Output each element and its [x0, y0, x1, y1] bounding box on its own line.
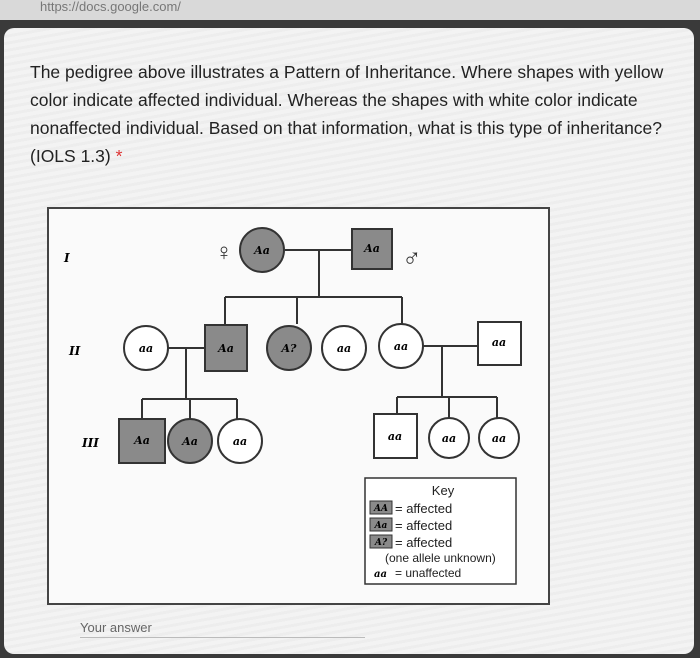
gen3-1-square — [118, 418, 166, 464]
female-symbol: ♀ — [215, 239, 233, 266]
gen2-3-circle — [266, 325, 312, 371]
gen1-mother-circle — [239, 227, 285, 273]
gen3-3-circle — [217, 418, 263, 464]
key-text-3: = affected — [395, 535, 452, 550]
gen1-mother-genotype: Aa — [253, 244, 270, 257]
pedigree-figure: I II III ♀ Aa Aa ♂ aa Aa A? aa aa aa — [47, 207, 550, 605]
gen3-5-genotype: aa — [442, 432, 456, 445]
gen2-3-genotype: A? — [281, 342, 298, 355]
key-symbol-3: A? — [374, 538, 388, 548]
gen1-father-square — [351, 228, 393, 270]
gen3-2-circle — [167, 418, 213, 464]
pedigree-key: Key AA = affected Aa = affected A? = aff… — [364, 477, 517, 585]
gen3-4-square — [373, 413, 418, 459]
key-title: Key — [432, 483, 455, 498]
key-note: (one allele unknown) — [385, 551, 496, 565]
question-text: The pedigree above illustrates a Pattern… — [30, 58, 690, 170]
gen3-1-genotype: Aa — [133, 434, 150, 447]
answer-placeholder: Your answer — [80, 620, 152, 635]
key-symbol-1: AA — [373, 504, 388, 514]
gen3-5-circle — [428, 417, 470, 459]
key-symbol-4: aa — [374, 569, 387, 580]
key-text-1: = affected — [395, 501, 452, 516]
answer-underline — [80, 637, 365, 638]
gen2-5-circle — [378, 323, 424, 369]
browser-url-strip: https://docs.google.com/ — [0, 0, 700, 20]
gen2-2-genotype: Aa — [217, 342, 234, 355]
key-text-2: = affected — [395, 518, 452, 533]
gen3-6-circle — [478, 417, 520, 459]
answer-input[interactable]: Your answer — [80, 620, 152, 635]
gen2-2-square — [204, 324, 248, 372]
key-symbol-2: Aa — [374, 521, 388, 531]
gen2-6-square — [477, 321, 522, 366]
generation-label-3: III — [81, 436, 99, 450]
gen3-4-genotype: aa — [388, 430, 402, 443]
gen2-4-circle — [321, 325, 367, 371]
key-text-4: = unaffected — [395, 566, 461, 580]
male-symbol: ♂ — [402, 243, 422, 273]
url-text: https://docs.google.com/ — [40, 0, 181, 14]
gen3-2-genotype: Aa — [181, 435, 198, 448]
generation-label-2: II — [68, 344, 81, 358]
gen3-6-genotype: aa — [492, 432, 506, 445]
gen2-1-circle — [123, 325, 169, 371]
gen1-father-genotype: Aa — [363, 242, 380, 255]
generation-label-1: I — [63, 251, 70, 265]
gen2-5-genotype: aa — [394, 340, 408, 353]
gen2-1-genotype: aa — [139, 342, 153, 355]
question-body: The pedigree above illustrates a Pattern… — [30, 62, 664, 166]
required-mark: * — [115, 146, 123, 166]
gen2-4-genotype: aa — [337, 342, 351, 355]
gen3-3-genotype: aa — [233, 435, 247, 448]
gen2-6-genotype: aa — [492, 336, 506, 349]
